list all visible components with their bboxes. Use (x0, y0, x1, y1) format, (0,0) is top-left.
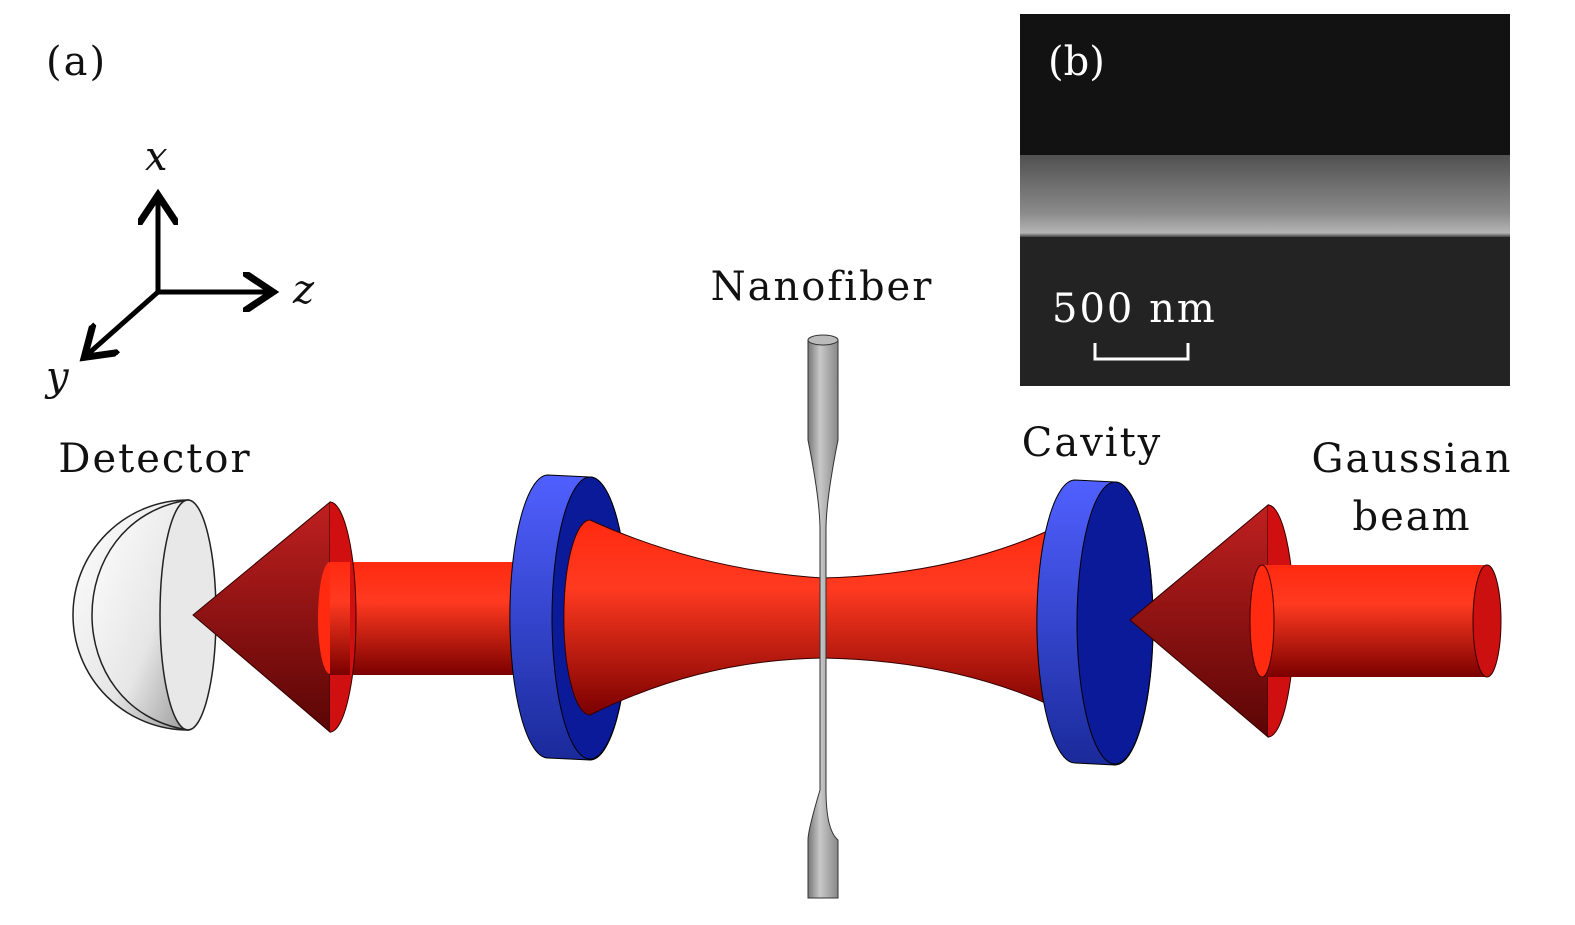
output-arrow-cone (192, 500, 357, 734)
panel-a-label: (a) (46, 39, 107, 85)
gaussian-label: Gaussian (1311, 436, 1512, 482)
detector-label: Detector (58, 436, 251, 482)
sem-inset: (b) 500 nm (1020, 14, 1510, 386)
scale-bar (1093, 343, 1190, 361)
y-axis-arrow (88, 290, 160, 354)
right-cavity-mirror (1036, 479, 1154, 766)
panel-b-label: (b) (1048, 39, 1105, 85)
y-axis-label: y (44, 354, 71, 400)
gaussian-input-beam (1249, 564, 1502, 678)
x-axis-label: x (145, 134, 170, 180)
nanofiber (807, 339, 839, 899)
nanofiber-label: Nanofiber (711, 264, 934, 310)
sem-fiber-image (1020, 155, 1510, 237)
scale-bar-label: 500 nm (1052, 286, 1217, 332)
coordinate-axes: x z y (44, 134, 316, 400)
cavity-mode (563, 519, 1051, 716)
cavity-label: Cavity (1022, 420, 1163, 466)
beam-label: beam (1352, 494, 1471, 540)
z-axis-label: z (292, 267, 316, 313)
detector (72, 499, 217, 731)
